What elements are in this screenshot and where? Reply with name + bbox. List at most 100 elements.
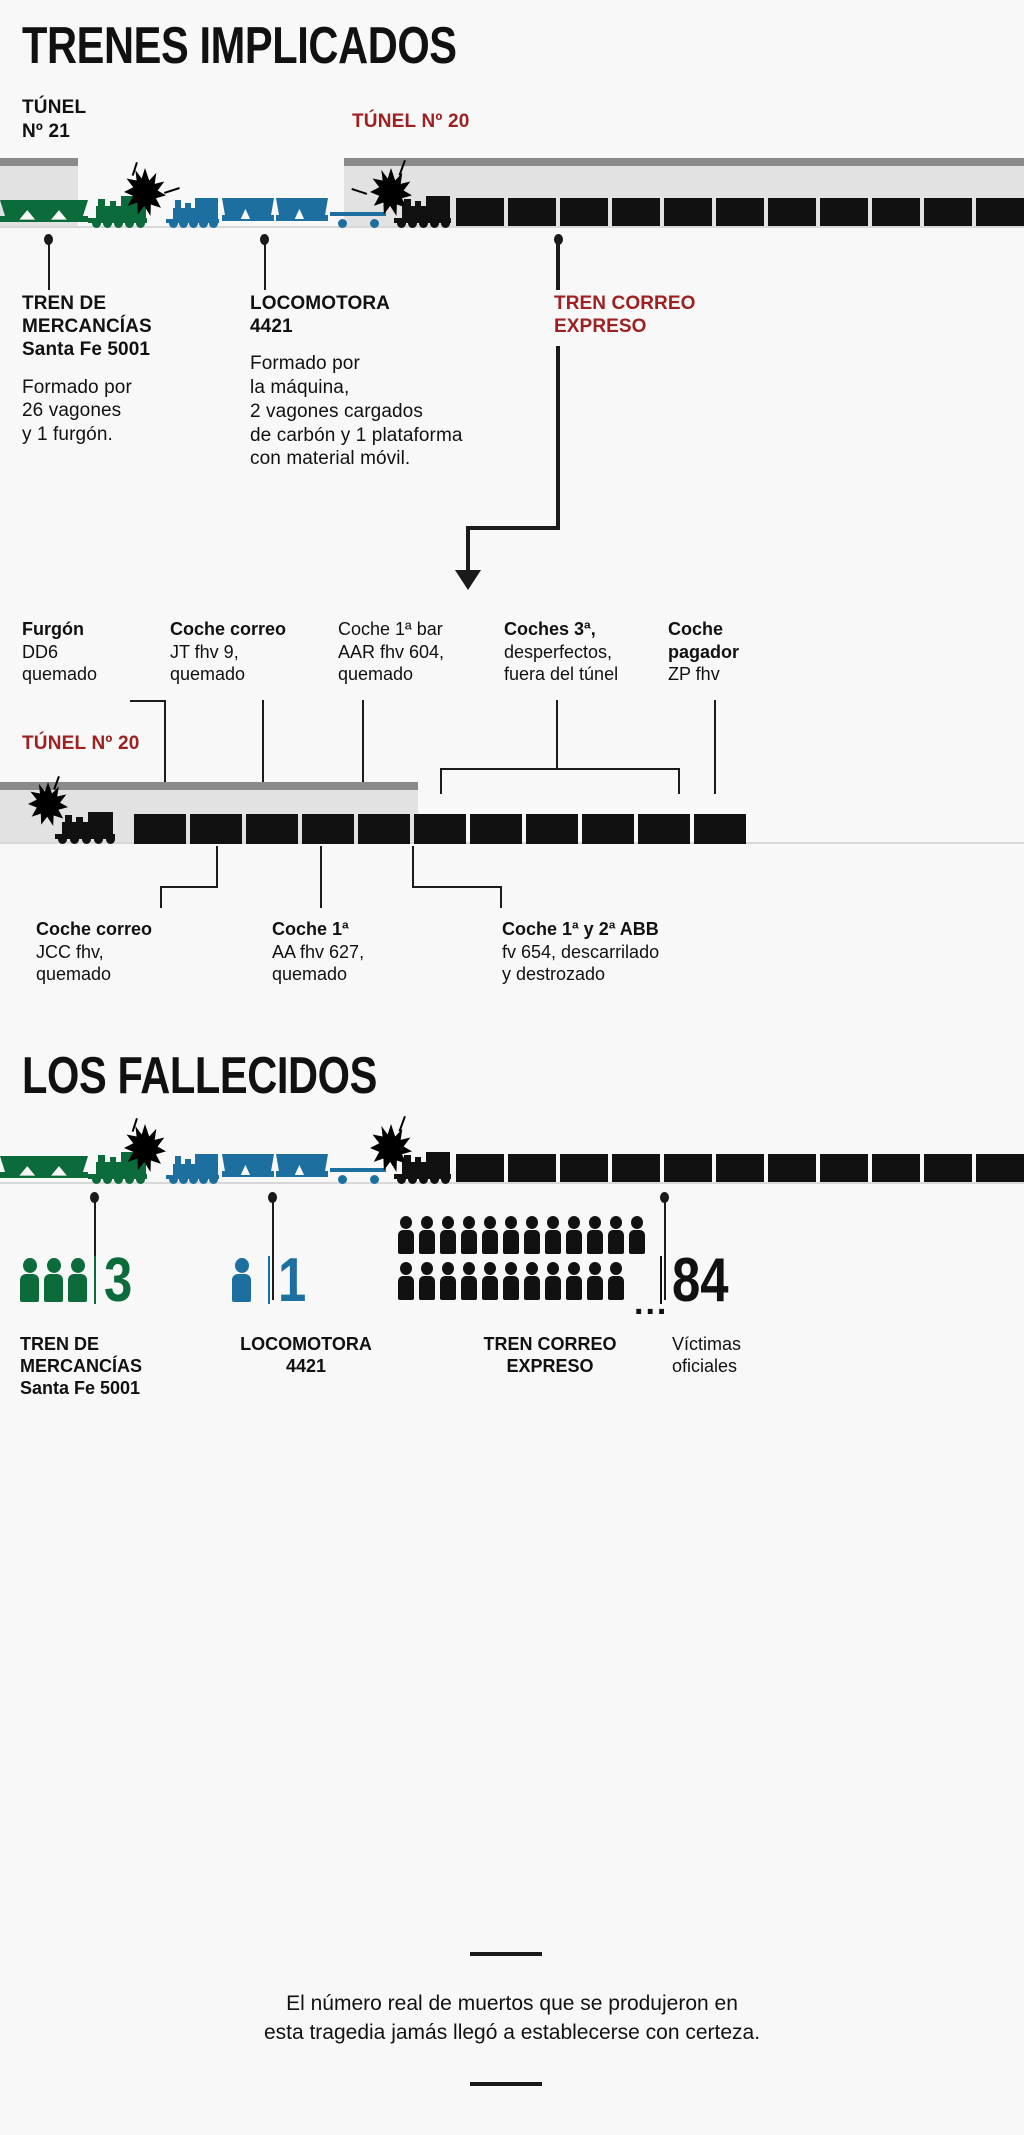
person-icon bbox=[524, 1262, 540, 1300]
coach-bot-2-heading: Coche 1ª y 2ª ABB bbox=[502, 919, 659, 939]
mail-coach-9 bbox=[872, 198, 920, 226]
coach-leader-furgon-h bbox=[130, 700, 166, 702]
person-icon bbox=[503, 1262, 519, 1300]
block-mail-express: TREN CORREO EXPRESO bbox=[554, 292, 784, 338]
casualty-figures-locomotive bbox=[232, 1258, 251, 1302]
bottom-mail-coach-1 bbox=[456, 1154, 504, 1182]
person-icon bbox=[482, 1216, 498, 1254]
footnote-line-1: El número real de muertos que se produje… bbox=[286, 1992, 738, 2015]
footnote-line-2: esta tragedia jamás llegó a establecerse… bbox=[263, 2020, 761, 2044]
casualty-divider-freight bbox=[94, 1256, 96, 1304]
casualty-ellipsis-mail: ... bbox=[634, 1284, 669, 1322]
casualty-note-1: Víctimas bbox=[672, 1334, 742, 1354]
mail-locomotive-1 bbox=[392, 196, 452, 228]
leader-dot-freight bbox=[44, 234, 53, 245]
coach-bot-0-heading: Coche correo bbox=[36, 919, 153, 939]
detail-coach-2 bbox=[190, 814, 242, 844]
casualty-leader-freight bbox=[94, 1202, 96, 1300]
freight-heading-3: Santa Fe 5001 bbox=[22, 339, 151, 361]
blue-locomotive bbox=[164, 198, 220, 228]
detail-locomotive bbox=[52, 812, 116, 844]
coach-label-coche-correo-jt: Coche correo JT fhv 9, quemado bbox=[170, 618, 330, 686]
person-icon bbox=[545, 1262, 561, 1300]
detail-leader-3-v bbox=[412, 846, 414, 888]
casualty-caption-mail-2: EXPRESO bbox=[506, 1355, 594, 1376]
casualty-dot-freight bbox=[90, 1192, 99, 1203]
bottom-mail-coach-3 bbox=[560, 1154, 608, 1182]
coach-top-0-line2: quemado bbox=[22, 664, 98, 684]
coach-bot-2-line2: y destrozado bbox=[502, 964, 606, 984]
mail-heading-1: TREN CORREO bbox=[554, 293, 696, 314]
coach-bot-1-line1: AA fhv 627, bbox=[272, 941, 365, 962]
coach-top-0-line1: DD6 bbox=[22, 641, 59, 662]
coach-top-3-line2: fuera del túnel bbox=[504, 664, 619, 684]
tunnel-20-label-mid: TÚNEL Nº 20 bbox=[22, 733, 140, 754]
mail-heading-2: EXPRESO bbox=[554, 316, 647, 338]
coach-top-4-line1: pagador bbox=[668, 641, 740, 662]
detail-leader-2-v bbox=[320, 846, 322, 908]
casualty-note-official: Víctimas oficiales bbox=[672, 1334, 812, 1378]
footnote: El número real de muertos que se produje… bbox=[0, 1990, 1024, 2048]
detail-coach-10 bbox=[638, 814, 690, 844]
person-icon bbox=[566, 1262, 582, 1300]
connector-vertical bbox=[556, 346, 560, 528]
connector-down bbox=[466, 526, 470, 576]
bottom-mail-locomotive bbox=[392, 1152, 452, 1184]
coach-label-jcc: Coche correo JCC fhv, quemado bbox=[36, 918, 236, 986]
coach-bot-2-line1: fv 654, descarrilado bbox=[502, 941, 660, 962]
leader-line-locomotive bbox=[264, 244, 266, 290]
coach-label-furgon: Furgón DD6 quemado bbox=[22, 618, 162, 686]
loco-body-3: 2 vagones cargados bbox=[250, 400, 423, 422]
casualty-caption-locomotive: LOCOMOTORA 4421 bbox=[196, 1334, 416, 1378]
mail-coach-6 bbox=[716, 198, 764, 226]
coach-label-coches-3a: Coches 3ª, desperfectos, fuera del túnel bbox=[504, 618, 664, 686]
person-icon bbox=[44, 1258, 63, 1302]
coach-bot-0-line2: quemado bbox=[36, 964, 112, 984]
coach-top-0-heading: Furgón bbox=[22, 619, 84, 639]
detail-leader-1-h bbox=[160, 886, 218, 888]
person-icon bbox=[398, 1216, 414, 1254]
coach-label-coche-1a-bar: Coche 1ª bar AAR fhv 604, quemado bbox=[338, 618, 498, 686]
page-title-dead: LOS FALLECIDOS bbox=[22, 1047, 377, 1105]
bottom-mail-coach-6 bbox=[716, 1154, 764, 1182]
loco-body-2: la máquina, bbox=[250, 377, 350, 399]
leader-dot-locomotive bbox=[260, 234, 269, 245]
casualty-figures-freight bbox=[20, 1258, 87, 1302]
detail-leader-3-h bbox=[412, 886, 502, 888]
footer-rule-top bbox=[470, 1952, 542, 1956]
person-icon bbox=[482, 1262, 498, 1300]
detail-coach-4 bbox=[302, 814, 354, 844]
coach-label-coche-pagador: Coche pagador ZP fhv bbox=[668, 618, 818, 686]
person-icon bbox=[20, 1258, 39, 1302]
casualty-dot-mail bbox=[660, 1192, 669, 1203]
mail-coach-7 bbox=[768, 198, 816, 226]
casualty-divider-locomotive bbox=[268, 1256, 270, 1304]
bottom-coal-car-1 bbox=[222, 1154, 274, 1184]
person-icon bbox=[629, 1216, 645, 1254]
casualty-caption-freight-2: MERCANCÍAS bbox=[20, 1355, 143, 1376]
bottom-mail-coach-9 bbox=[872, 1154, 920, 1182]
detail-leader-1-v bbox=[216, 846, 218, 888]
casualty-count-locomotive: 1 bbox=[278, 1246, 307, 1315]
freight-car-1 bbox=[0, 200, 88, 228]
coach-bracket-3a-right bbox=[678, 768, 680, 794]
casualty-caption-locomotive-1: LOCOMOTORA bbox=[240, 1334, 372, 1354]
person-icon bbox=[232, 1258, 251, 1302]
coach-bot-1-heading: Coche 1ª bbox=[272, 919, 349, 939]
bottom-mail-coach-10 bbox=[924, 1154, 972, 1182]
casualty-note-2: oficiales bbox=[672, 1355, 738, 1376]
casualty-caption-freight-1: TREN DE bbox=[20, 1334, 100, 1354]
bottom-mail-coach-7 bbox=[768, 1154, 816, 1182]
loco-body-1: Formado por bbox=[250, 353, 360, 375]
person-icon bbox=[566, 1216, 582, 1254]
person-icon bbox=[461, 1216, 477, 1254]
person-icon bbox=[503, 1216, 519, 1254]
freight-heading-1: TREN DE bbox=[22, 293, 107, 314]
casualty-figures-mail-row1 bbox=[398, 1216, 645, 1254]
detail-coach-11 bbox=[694, 814, 746, 844]
bottom-flat-car bbox=[330, 1168, 386, 1184]
coach-bot-1-line2: quemado bbox=[272, 964, 348, 984]
tunnel-20-label-top: TÚNEL Nº 20 bbox=[352, 111, 470, 132]
coach-bot-0-line1: JCC fhv, bbox=[36, 941, 104, 962]
